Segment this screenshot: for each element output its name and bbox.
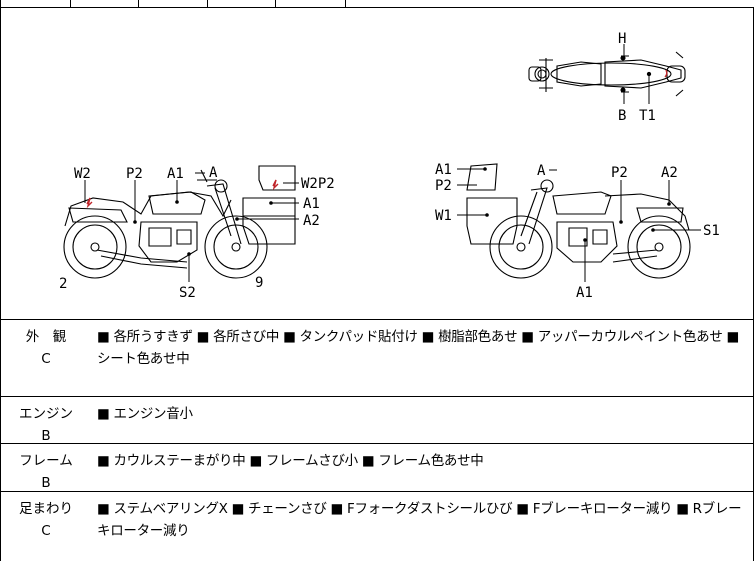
label-W2P2: W2P2 bbox=[301, 176, 335, 192]
label-A1b-r: A1 bbox=[576, 285, 593, 301]
label-H: H bbox=[618, 31, 626, 47]
motorcycle-diagram-panel: H B T1 bbox=[0, 7, 754, 320]
label-P2-r: P2 bbox=[435, 178, 452, 194]
label-B: B bbox=[618, 108, 626, 124]
row-exterior: 外 観 C ■ 各所うすきず ■ 各所さび中 ■ タンクパッド貼付け ■ 樹脂部… bbox=[0, 320, 754, 397]
right-view-motorcycle bbox=[466, 163, 691, 279]
label-A: A bbox=[209, 165, 218, 181]
grade: C bbox=[41, 351, 51, 367]
label-A2-r: A2 bbox=[661, 165, 678, 181]
label-A-r: A bbox=[537, 163, 546, 179]
left-view-motorcycle bbox=[63, 165, 296, 279]
label-A1-r: A1 bbox=[435, 162, 452, 178]
row-category: フレーム B bbox=[1, 450, 91, 494]
label-A1-right: A1 bbox=[303, 196, 320, 212]
grade: B bbox=[41, 428, 51, 444]
top-view-motorcycle bbox=[528, 51, 686, 97]
label-A1: A1 bbox=[167, 166, 184, 182]
row-description: ■ 各所うすきず ■ 各所さび中 ■ タンクパッド貼付け ■ 樹脂部色あせ ■ … bbox=[97, 329, 739, 367]
label-S1: S1 bbox=[703, 223, 720, 239]
label-A2: A2 bbox=[303, 213, 320, 229]
row-frame: フレーム B ■ カウルステーまがり中 ■ フレームさび小 ■ フレーム色あせ中 bbox=[0, 444, 754, 492]
label-P2: P2 bbox=[126, 166, 143, 182]
row-category: 足まわり C bbox=[1, 498, 91, 542]
table-header-strip bbox=[0, 0, 754, 8]
label-T1: T1 bbox=[639, 108, 656, 124]
damage-diagram: H B T1 bbox=[59, 31, 720, 301]
label-W2: W2 bbox=[74, 166, 91, 182]
row-category: 外 観 C bbox=[1, 326, 91, 370]
label-2: 2 bbox=[59, 276, 67, 292]
label-P2b-r: P2 bbox=[611, 165, 628, 181]
label-S2: S2 bbox=[179, 285, 196, 301]
label-W1: W1 bbox=[435, 208, 452, 224]
row-description: ■ カウルステーまがり中 ■ フレームさび小 ■ フレーム色あせ中 bbox=[97, 453, 484, 469]
label-9: 9 bbox=[255, 275, 263, 291]
grade: C bbox=[41, 523, 51, 539]
row-category: エンジン B bbox=[1, 403, 91, 447]
row-suspension: 足まわり C ■ ステムベアリングX ■ チェーンさび ■ Fフォークダストシー… bbox=[0, 492, 754, 561]
grade: B bbox=[41, 475, 51, 491]
row-engine: エンジン B ■ エンジン音小 bbox=[0, 397, 754, 444]
row-description: ■ エンジン音小 bbox=[97, 406, 193, 422]
row-description: ■ ステムベアリングX ■ チェーンさび ■ Fフォークダストシールひび ■ F… bbox=[97, 501, 742, 539]
